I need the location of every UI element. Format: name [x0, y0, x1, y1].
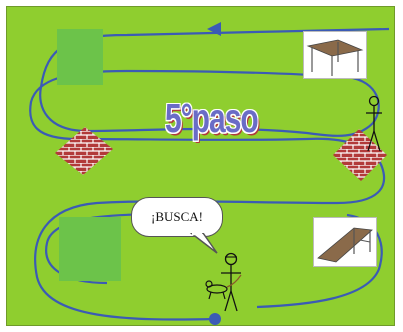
speech-bubble: ¡BUSCA!	[131, 197, 223, 245]
brick-wall-left-icon	[51, 123, 117, 179]
ramp-icon	[314, 218, 376, 266]
scaffold-icon	[304, 32, 366, 78]
worksheet-board: 5°paso ¡BUSCA!	[6, 6, 395, 326]
speech-bubble-body: ¡BUSCA!	[131, 197, 223, 237]
green-square-top	[57, 29, 103, 85]
scaffold-photo	[303, 31, 367, 79]
step-title: 5°paso	[165, 97, 258, 143]
stick-figure-icon	[363, 95, 385, 153]
figure-with-dog-icon	[203, 251, 251, 313]
start-dot-icon	[209, 313, 221, 325]
green-square-bottom	[59, 217, 121, 281]
ramp-photo	[313, 217, 377, 267]
